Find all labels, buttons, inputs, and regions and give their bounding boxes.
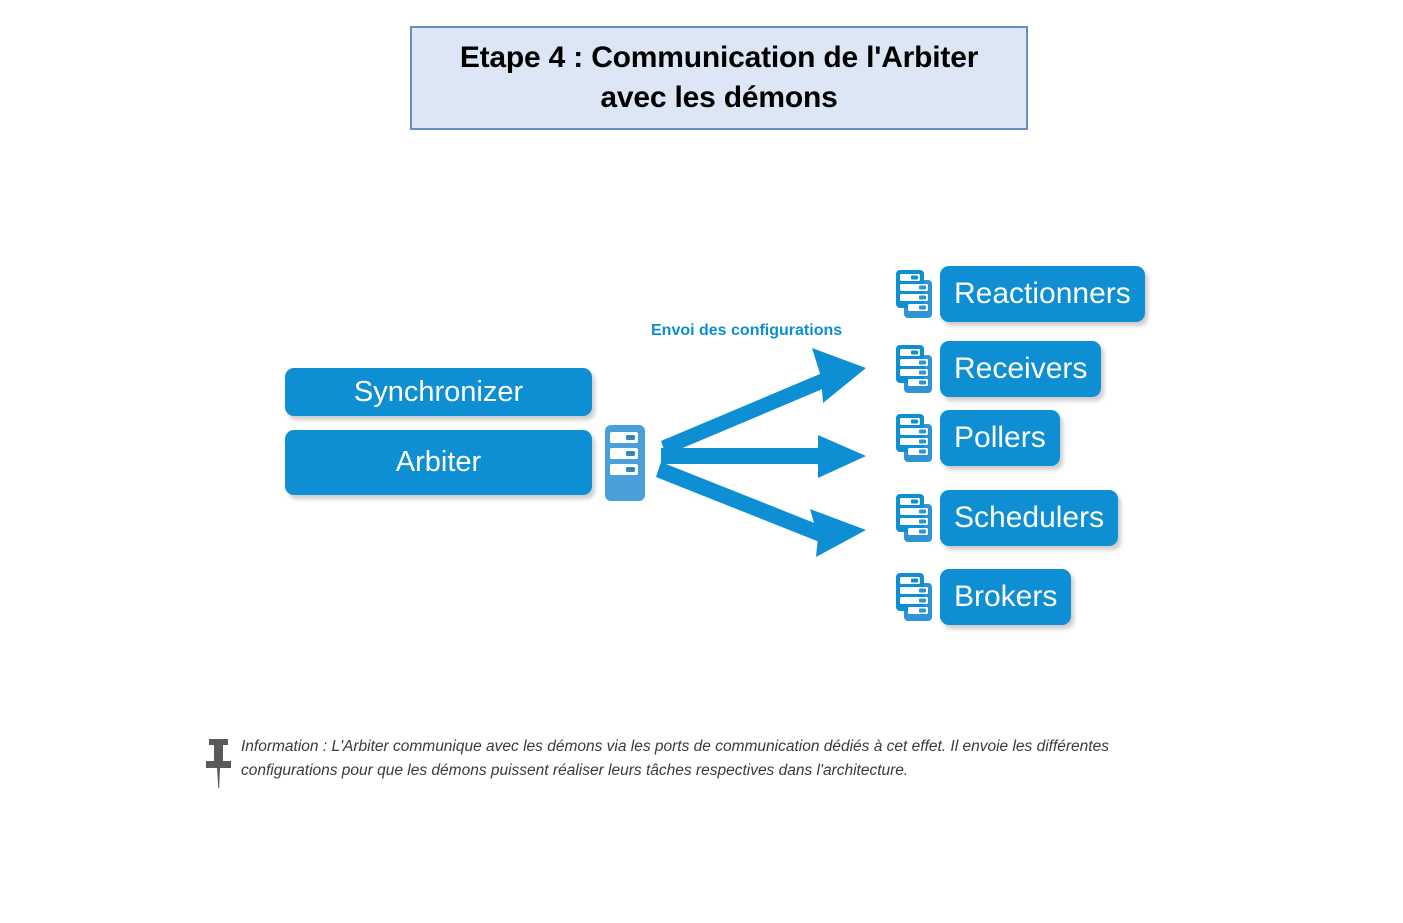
page-title: Etape 4 : Communication de l'Arbiter ave… xyxy=(459,41,979,114)
pushpin-icon xyxy=(205,737,235,791)
information-note: Information : L'Arbiter communique avec … xyxy=(205,735,1205,791)
arrow-down-right-icon xyxy=(656,462,866,557)
node-schedulers-pill[interactable]: Schedulers xyxy=(940,490,1119,546)
multiple-servers-icon xyxy=(896,494,942,542)
arrow-right-icon xyxy=(661,435,866,478)
multiple-servers-icon xyxy=(896,270,942,318)
node-pollers-label: Pollers xyxy=(954,421,1046,454)
node-reactionners-pill[interactable]: Reactionners xyxy=(940,266,1145,322)
node-synchronizer-label: Synchronizer xyxy=(353,375,524,408)
arrow-caption-label: Envoi des configurations xyxy=(651,322,843,339)
node-reactionners-label: Reactionners xyxy=(954,277,1131,310)
node-receivers-label: Receivers xyxy=(954,352,1088,385)
multiple-servers-icon xyxy=(896,345,942,393)
node-receivers-pill[interactable]: Receivers xyxy=(940,341,1102,397)
node-brokers-pill[interactable]: Brokers xyxy=(940,569,1072,625)
node-pollers-pill[interactable]: Pollers xyxy=(940,410,1060,466)
node-synchronizer[interactable]: Synchronizer xyxy=(285,368,592,416)
server-rack-icon xyxy=(605,425,645,501)
multiple-servers-icon xyxy=(896,414,942,462)
page-title-banner: Etape 4 : Communication de l'Arbiter ave… xyxy=(410,26,1028,130)
arrow-up-right-icon xyxy=(661,348,866,455)
node-schedulers-label: Schedulers xyxy=(954,501,1105,534)
node-brokers-label: Brokers xyxy=(954,580,1058,613)
node-arbiter[interactable]: Arbiter xyxy=(285,430,592,495)
node-arbiter-label: Arbiter xyxy=(395,446,482,478)
information-note-text: Information : L'Arbiter communique avec … xyxy=(241,738,1109,780)
multiple-servers-icon xyxy=(896,573,942,621)
